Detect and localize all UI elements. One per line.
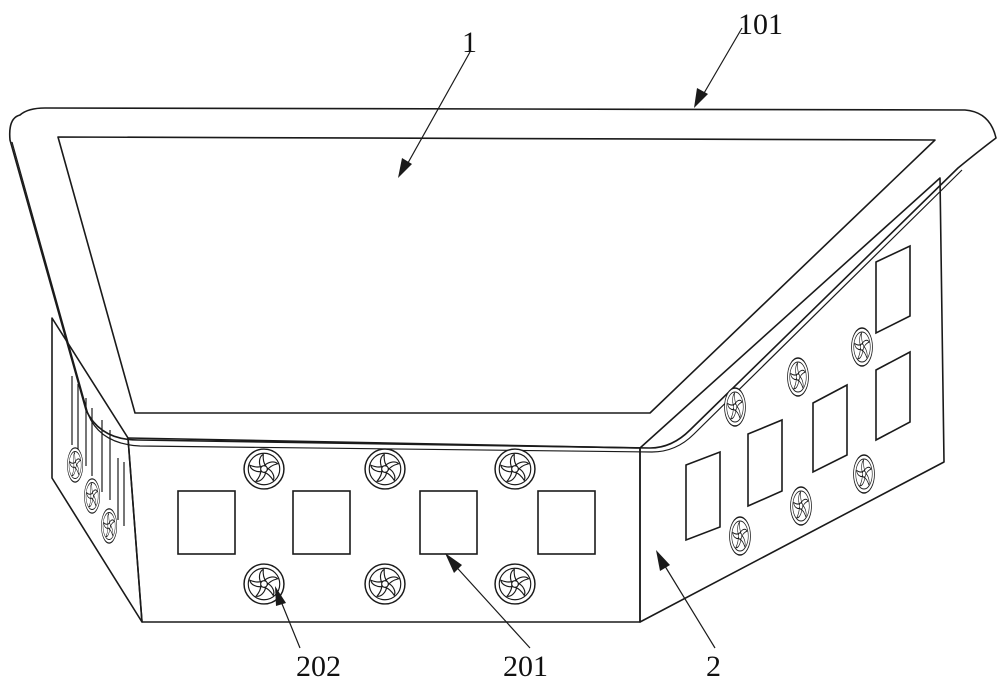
side-windows <box>685 244 911 542</box>
top-rim <box>8 107 997 453</box>
window-side-5 <box>875 244 911 335</box>
fan-icon <box>364 563 406 605</box>
front-fans <box>243 448 536 605</box>
top-surface <box>57 136 936 414</box>
label-body: 2 <box>706 650 721 683</box>
window-front-4 <box>537 490 596 555</box>
fan-icon <box>494 448 536 490</box>
window-side-3 <box>812 383 848 474</box>
body-walls <box>51 177 945 623</box>
label-fan: 202 <box>296 650 341 683</box>
window-front-3 <box>419 490 478 555</box>
leader-lines <box>275 27 743 649</box>
window-side-4 <box>875 350 911 442</box>
window-front-2 <box>292 490 351 555</box>
fan-icon <box>494 563 536 605</box>
window-side-2 <box>747 418 783 508</box>
label-window: 201 <box>503 650 548 683</box>
fan-icon <box>364 448 406 490</box>
fan-icon <box>243 448 285 490</box>
window-side-1 <box>685 450 721 542</box>
labels: 1 101 2 201 202 <box>296 8 783 683</box>
window-front-1 <box>177 490 236 555</box>
label-top-surface: 1 <box>462 26 477 59</box>
label-rim: 101 <box>738 8 783 41</box>
front-windows <box>177 490 596 555</box>
